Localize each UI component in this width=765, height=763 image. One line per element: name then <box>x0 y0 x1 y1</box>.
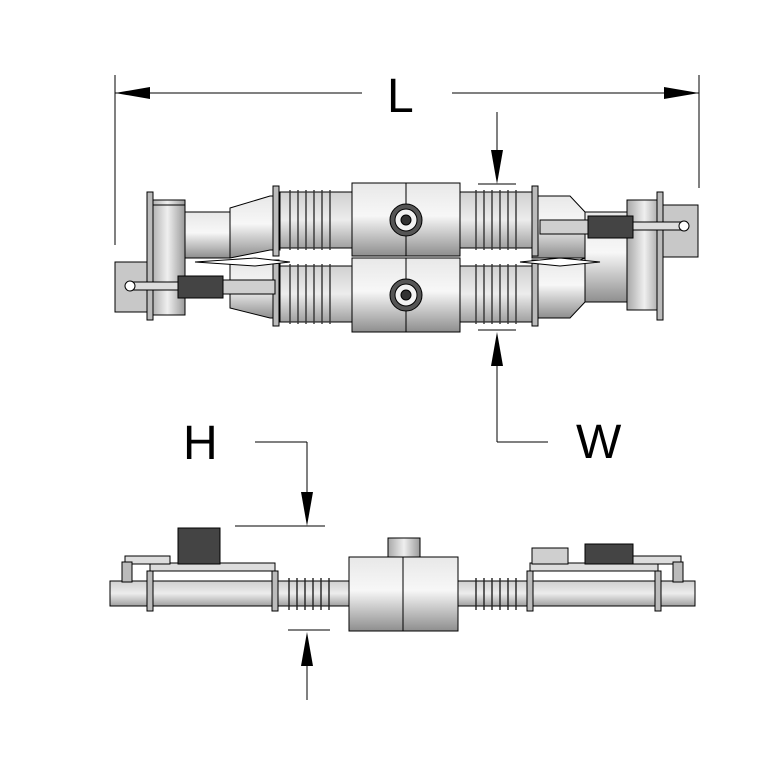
length-dimension <box>114 75 700 245</box>
width-dimension <box>478 112 548 443</box>
center-notch-left <box>194 257 291 267</box>
side-right-frame <box>526 543 684 612</box>
side-bellows-ribs <box>288 578 517 610</box>
width-label: W <box>576 416 622 469</box>
actuator-left <box>124 275 276 299</box>
side-view <box>109 527 696 632</box>
center-notch-right <box>519 257 601 267</box>
height-dimension <box>235 441 330 700</box>
length-label: L <box>387 70 414 123</box>
fan-hub-lower <box>389 278 423 312</box>
bellows-ribs <box>289 190 517 324</box>
fan-hub-upper <box>389 203 423 237</box>
side-left-frame <box>121 527 279 612</box>
side-fan-outlet <box>387 537 421 558</box>
height-label: H <box>183 417 218 470</box>
top-view <box>114 182 699 333</box>
actuator-right <box>539 215 690 239</box>
